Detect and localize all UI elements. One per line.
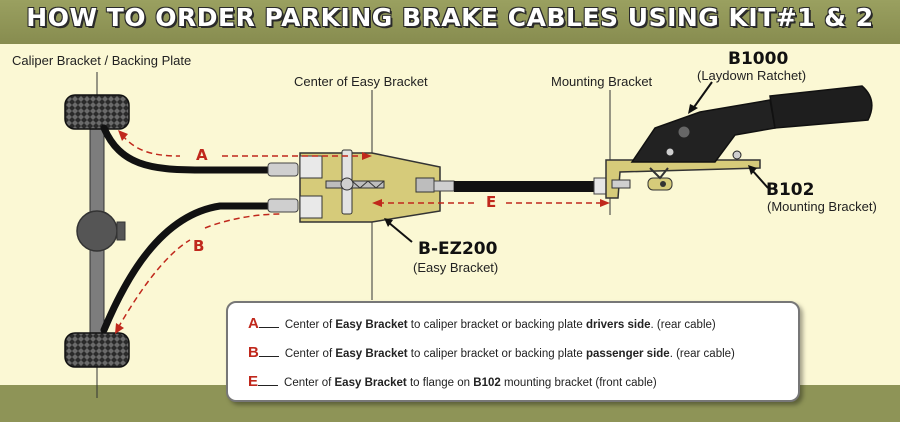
b1000-part-name: (Laydown Ratchet): [697, 68, 807, 83]
easy-bracket-pointer: [387, 221, 413, 243]
tire-bottom: [64, 332, 130, 368]
easy-bracket-part-code: B-EZ200: [418, 239, 498, 259]
caliper-bracket-label: Caliper Bracket / Backing Plate: [12, 53, 192, 68]
b102-pointer: [751, 169, 769, 189]
dimension-a-line: [118, 130, 372, 160]
mounting-bracket-b102: [605, 159, 761, 199]
easy-bracket-part-name: (Easy Bracket): [413, 260, 499, 275]
dimension-b-label: B: [193, 237, 205, 255]
dimension-e-label: E: [486, 193, 497, 211]
cable-e: [454, 181, 596, 192]
dimension-b-line: [115, 213, 281, 334]
b1000-pointer: [691, 81, 713, 111]
mounting-bracket-label: Mounting Bracket: [551, 74, 653, 89]
tire-top: [64, 94, 130, 130]
center-easy-bracket-label: Center of Easy Bracket: [294, 74, 428, 89]
legend-letter: B: [248, 344, 259, 361]
b102-part-code: B102: [766, 180, 815, 200]
easy-bracket: [299, 149, 441, 223]
rear-axle: [76, 111, 126, 341]
b102-part-name: (Mounting Bracket): [767, 199, 877, 214]
b1000-part-code: B1000: [728, 49, 789, 69]
title-banner: HOW TO ORDER PARKING BRAKE CABLES USING …: [0, 0, 900, 44]
cable-a: [100, 124, 294, 174]
legend-letter: E: [248, 373, 259, 390]
dimension-a-label: A: [196, 146, 208, 164]
cable-b: [100, 202, 294, 334]
legend-letter: A: [248, 315, 259, 332]
dimension-e-line: [372, 199, 610, 207]
page-title: HOW TO ORDER PARKING BRAKE CABLES USING …: [26, 3, 874, 32]
laydown-ratchet-b1000: [630, 85, 873, 180]
